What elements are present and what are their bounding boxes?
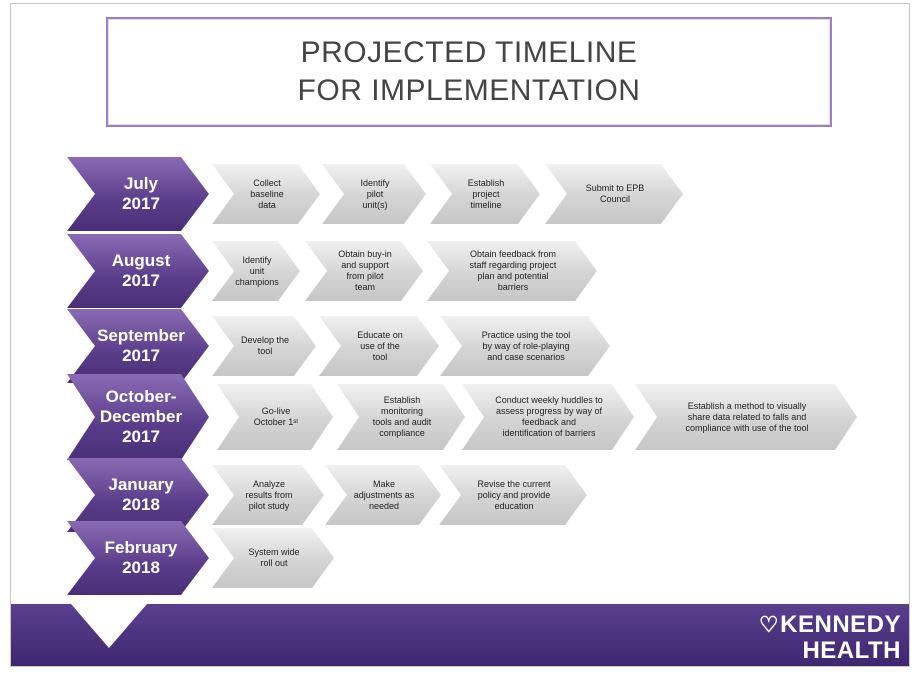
title-box: PROJECTED TIMELINE FOR IMPLEMENTATION	[106, 17, 832, 127]
down-chevron-icon	[71, 604, 147, 648]
step-chevron: Collect baseline data	[212, 164, 320, 224]
step-label: Establish a method to visually share dat…	[685, 400, 809, 433]
logo-line-1: KENNEDY	[780, 611, 901, 638]
step-chevron: Identify pilot unit(s)	[322, 164, 426, 224]
step-label: Identify pilot unit(s)	[360, 177, 390, 210]
step-chevron: Educate on use of the tool	[319, 316, 439, 376]
month-chevron: September 2017	[67, 309, 209, 383]
step-chevron: Establish monitoring tools and audit com…	[337, 384, 465, 450]
month-chevron: February 2018	[67, 521, 209, 595]
step-chevron: System wide roll out	[212, 528, 334, 588]
month-label: September 2017	[97, 326, 185, 365]
month-label: January 2018	[108, 475, 174, 514]
step-label: Develop the tool	[240, 335, 290, 356]
footer-band: ♡KENNEDY HEALTH	[11, 604, 909, 666]
step-chevron: Develop the tool	[212, 316, 316, 376]
kennedy-health-logo: ♡KENNEDY HEALTH	[759, 612, 901, 664]
step-label: Establish project timeline	[467, 177, 505, 210]
title-line-2: FOR IMPLEMENTATION	[297, 74, 641, 107]
step-chevron: Establish a method to visually share dat…	[635, 384, 857, 450]
step-chevron: Identify unit champions	[212, 241, 300, 301]
step-label: Practice using the tool by way of role-p…	[481, 329, 571, 362]
month-chevron: January 2018	[67, 458, 209, 532]
heart-icon: ♡	[758, 612, 780, 637]
step-label: System wide roll out	[248, 547, 300, 568]
step-label: Obtain feedback from staff regarding pro…	[469, 249, 557, 292]
step-chevron: Go-live October 1ˢᵗ	[217, 384, 333, 450]
step-chevron: Obtain buy-in and support from pilot tea…	[305, 241, 423, 301]
step-label: Revise the current policy and provide ed…	[477, 478, 551, 511]
step-chevron: Submit to EPB Council	[545, 164, 683, 224]
step-chevron: Analyze results from pilot study	[212, 465, 324, 525]
month-label: August 2017	[111, 251, 171, 290]
step-label: Conduct weekly huddles to assess progres…	[495, 395, 603, 438]
step-label: Collect baseline data	[250, 177, 284, 210]
step-chevron: Make adjustments as needed	[325, 465, 441, 525]
month-chevron: July 2017	[67, 157, 209, 231]
month-label: October- December 2017	[99, 387, 183, 446]
step-chevron: Establish project timeline	[430, 164, 540, 224]
step-label: Submit to EPB Council	[585, 183, 645, 204]
step-label: Obtain buy-in and support from pilot tea…	[338, 249, 392, 292]
month-label: July 2017	[122, 174, 160, 213]
slide: PROJECTED TIMELINE FOR IMPLEMENTATION Ju…	[10, 3, 910, 667]
month-label: February 2018	[104, 538, 178, 577]
title-line-1: PROJECTED TIMELINE	[300, 36, 638, 69]
step-label: Establish monitoring tools and audit com…	[372, 395, 432, 438]
step-chevron: Practice using the tool by way of role-p…	[440, 316, 610, 376]
step-label: Make adjustments as needed	[353, 478, 415, 511]
month-chevron: October- December 2017	[67, 374, 209, 460]
step-chevron: Obtain feedback from staff regarding pro…	[427, 241, 597, 301]
step-chevron: Conduct weekly huddles to assess progres…	[462, 384, 634, 450]
step-label: Go-live October 1ˢᵗ	[253, 406, 299, 427]
step-label: Identify unit champions	[235, 254, 279, 287]
step-label: Educate on use of the tool	[357, 329, 403, 362]
step-label: Analyze results from pilot study	[245, 478, 293, 511]
logo-line-2: HEALTH	[802, 637, 901, 664]
month-chevron: August 2017	[67, 234, 209, 308]
step-chevron: Revise the current policy and provide ed…	[439, 465, 587, 525]
